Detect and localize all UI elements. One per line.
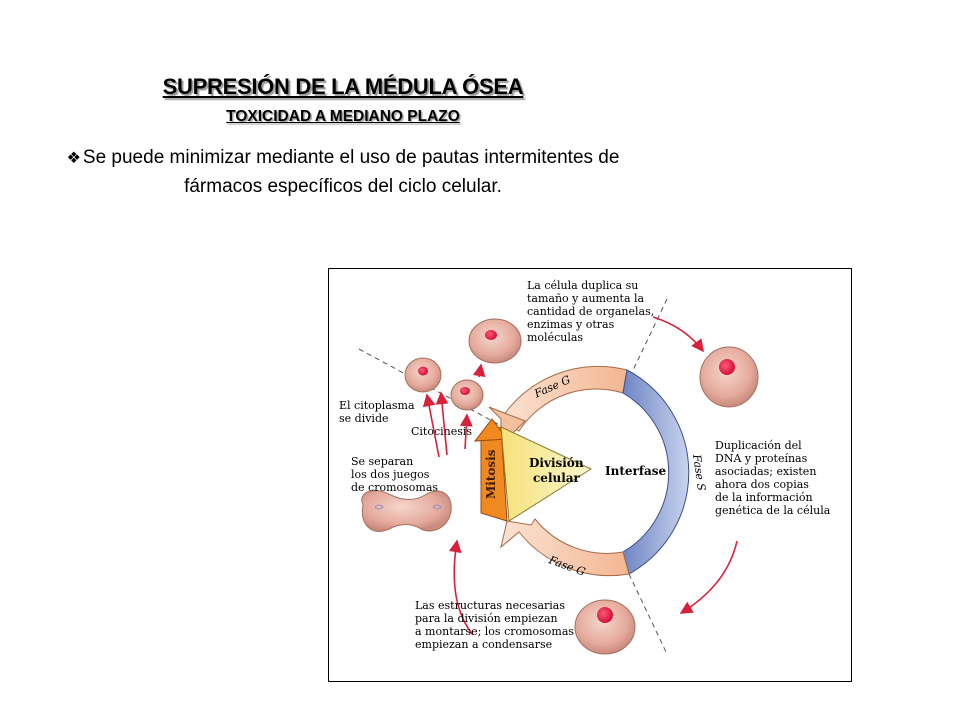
daughter-cell-2: [450, 379, 484, 411]
transition-arrows: [422, 316, 738, 636]
citocinesis-label: Citocinesis: [411, 425, 472, 438]
diamond-bullet-icon: ❖: [66, 150, 81, 167]
svg-text:cantidad de organelas,: cantidad de organelas,: [527, 305, 654, 318]
svg-text:de la información: de la información: [715, 491, 813, 504]
svg-text:ahora dos copias: ahora dos copias: [715, 478, 809, 491]
slide-subtitle: TOXICIDAD A MEDIANO PLAZO: [226, 108, 460, 125]
cell-top: [468, 318, 522, 364]
cell-right: [699, 346, 759, 408]
mitosis-arrow-head: [473, 418, 508, 442]
slide-title: SUPRESIÓN DE LA MÉDULA ÓSEA: [162, 74, 524, 99]
svg-text:los dos juegos: los dos juegos: [351, 468, 430, 481]
svg-text:genética de la célula: genética de la célula: [715, 504, 831, 517]
dividing-cell: [361, 490, 452, 532]
note-top: La célula duplica su tamaño y aumenta la…: [527, 279, 654, 344]
svg-text:enzimas y otras: enzimas y otras: [527, 318, 615, 331]
svg-text:empiezan a condensarse: empiezan a condensarse: [415, 638, 552, 651]
mitosis-label: Mitosis: [484, 449, 498, 499]
svg-text:La célula duplica su: La célula duplica su: [527, 279, 638, 292]
svg-text:Se separan: Se separan: [351, 455, 413, 468]
cell-cycle-diagram: Mitosis División celular Interfase Fase …: [328, 268, 852, 682]
svg-text:DNA y proteínas: DNA y proteínas: [715, 452, 808, 465]
svg-text:de cromosomas: de cromosomas: [351, 481, 438, 494]
svg-text:moléculas: moléculas: [527, 331, 583, 344]
daughter-cell-1: [404, 357, 442, 393]
division-label-line2: celular: [533, 471, 581, 485]
bullet-paragraph: ❖Se puede minimizar mediante el uso de p…: [40, 144, 646, 201]
svg-text:a montarse; los cromosomas: a montarse; los cromosomas: [415, 625, 574, 638]
cell-bottom: [574, 599, 636, 655]
bullet-text: Se puede minimizar mediante el uso de pa…: [82, 147, 620, 197]
svg-text:Duplicación del: Duplicación del: [715, 439, 802, 452]
note-left-mid: Se separan los dos juegos de cromosomas: [351, 455, 438, 494]
interfase-label: Interfase: [605, 464, 667, 478]
fase-s-label: Fase S: [690, 453, 708, 493]
note-right: Duplicación del DNA y proteínas asociada…: [715, 439, 831, 517]
svg-text:Las estructuras necesarias: Las estructuras necesarias: [415, 599, 565, 612]
svg-text:El citoplasma: El citoplasma: [339, 399, 415, 412]
svg-text:asociadas; existen: asociadas; existen: [715, 465, 816, 478]
svg-text:se divide: se divide: [339, 412, 389, 425]
svg-text:tamaño y aumenta la: tamaño y aumenta la: [527, 292, 645, 305]
division-label-line1: División: [529, 456, 584, 470]
division-celular-wedge: [500, 426, 593, 522]
svg-text:para la división empiezan: para la división empiezan: [415, 612, 558, 625]
note-bottom: Las estructuras necesarias para la divis…: [415, 599, 574, 651]
note-left-top: El citoplasma se divide: [339, 399, 415, 425]
